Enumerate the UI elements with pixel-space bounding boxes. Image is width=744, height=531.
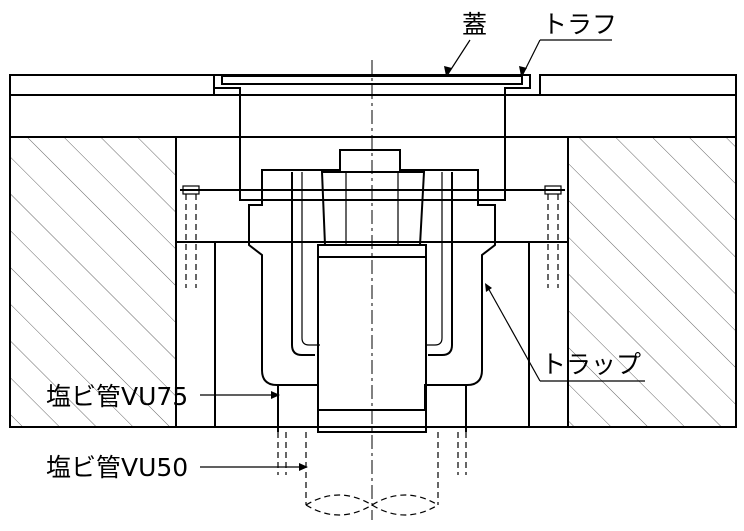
pipe-vu75: [277, 385, 467, 475]
leader-lines: [200, 39, 645, 471]
label-trough: トラフ: [542, 10, 617, 39]
trap-body: [248, 60, 496, 520]
label-pipe-vu75: 塩ビ管VU75: [46, 382, 188, 411]
label-pipe-vu50: 塩ビ管VU50: [46, 453, 188, 482]
label-lid: 蓋: [462, 10, 487, 39]
wall-left: [9, 136, 177, 428]
concrete-slab: [9, 94, 737, 138]
wall-right: [567, 136, 737, 428]
pipe-vu50: [305, 256, 439, 516]
label-trap: トラップ: [541, 350, 641, 379]
